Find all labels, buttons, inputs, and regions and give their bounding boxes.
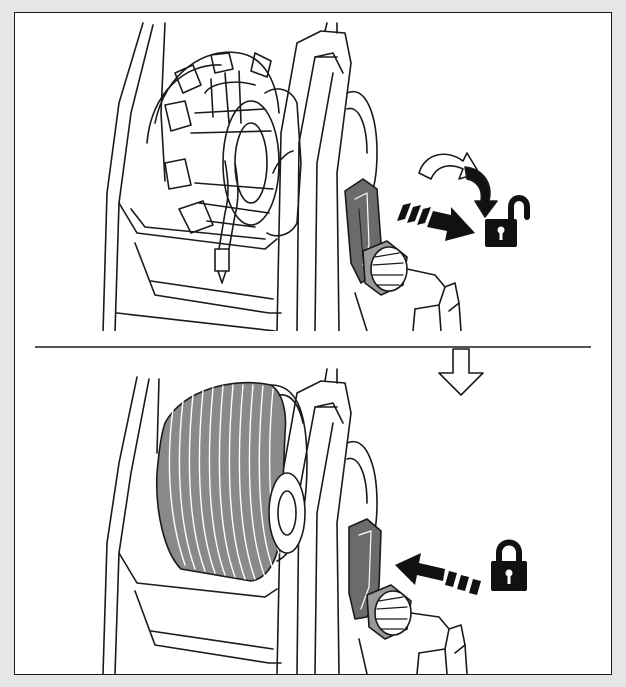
pull-out-arrow-icon [397,203,475,241]
lever-knob [354,240,462,331]
rotate-arrow-icon [418,152,498,218]
locked-padlock-icon [491,539,527,591]
push-in-arrow-icon [395,553,481,595]
machine-housing [102,376,282,674]
wound-hose-reel [155,381,308,582]
down-arrow-icon [438,348,484,396]
lever-knob [358,584,468,674]
top-step-panel [102,22,530,331]
hose-connector [214,160,239,284]
bottom-step-panel [102,368,527,674]
unlocked-padlock-icon [485,195,530,247]
frame-post [276,22,352,331]
instruction-diagram [14,12,612,675]
diagram-canvas [35,22,591,674]
machine-housing [102,22,282,331]
empty-hose-reel [146,51,302,237]
